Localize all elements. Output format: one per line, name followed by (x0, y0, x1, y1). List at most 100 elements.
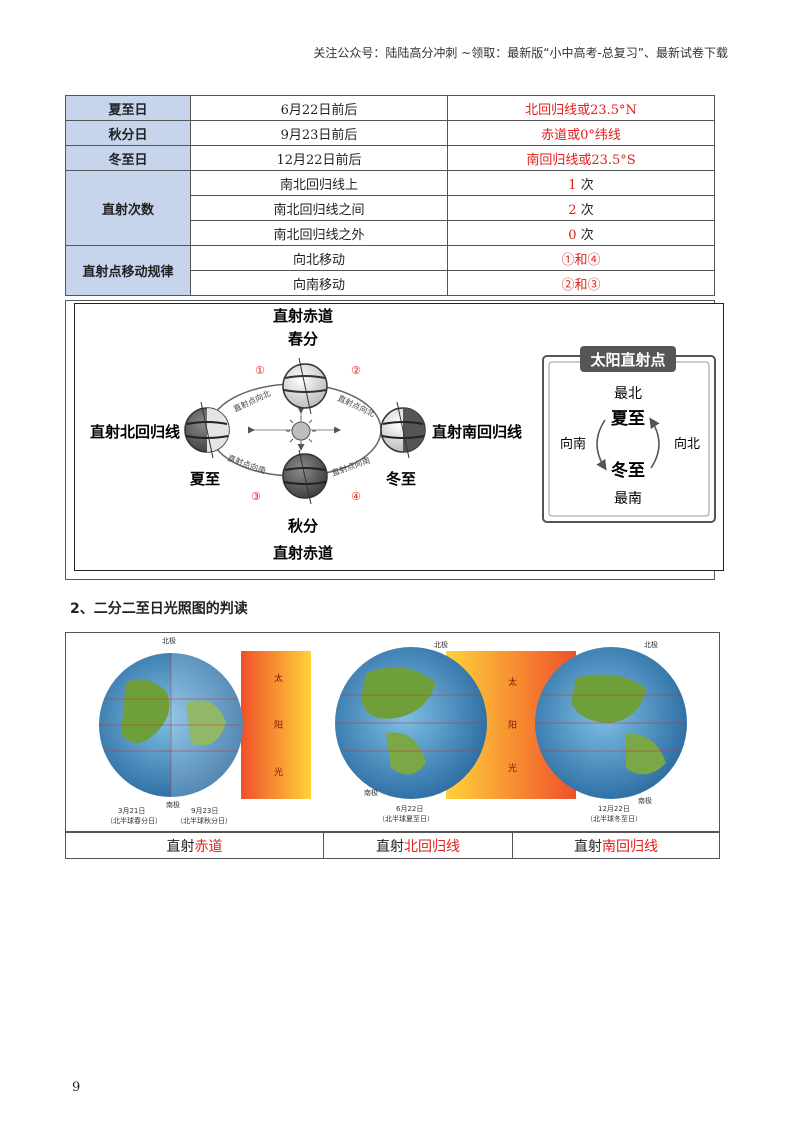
sun-label: 阳 (274, 720, 283, 731)
date-sub-label: （北半球秋分日） (176, 816, 232, 825)
date-sub-label: （北半球冬至日） (586, 814, 642, 823)
table-row: 直射点移动规律 向北移动 ①和④ (65, 245, 715, 296)
sun-label: 光 (508, 762, 517, 774)
number-2: ② (351, 364, 361, 377)
date-sub-label: （北半球夏至日） (378, 814, 434, 823)
table-row: 直射赤道 直射北回归线 直射南回归线 (65, 832, 720, 859)
label-winter: 冬至 (386, 470, 416, 488)
move-dir: 向北移动 (190, 245, 448, 271)
label-autumn: 秋分 (288, 517, 318, 535)
count-place: 南北回归线之间 (190, 195, 448, 221)
legend-winter: 冬至 (611, 460, 645, 481)
south-pole-label: 南极 (638, 796, 652, 805)
arc-label-br: 直射点向南 (330, 455, 371, 478)
row-date: 6月22日前后 (190, 95, 448, 121)
label-top: 直射赤道 (273, 307, 333, 325)
number-3: ③ (251, 490, 261, 503)
table-row: 秋分日 9月23日前后 赤道或0°纬线 (65, 120, 715, 146)
orbit-diagram-cell: 直射点向北 直射点向北 直射点向南 直射点向南 直射赤道 春分 直射北回归线 夏… (65, 300, 724, 580)
globe-summer-solstice-icon (335, 647, 487, 799)
captions-table: 直射赤道 直射北回归线 直射南回归线 (65, 832, 720, 859)
count-label: 直射次数 (65, 170, 191, 246)
count-place: 南北回归线上 (190, 170, 448, 196)
count-num: 0 (568, 227, 577, 243)
page-header: 关注公众号：陆陆高分冲刺 ~领取：最新版“小中高考-总复习”、最新试卷下载 (313, 46, 728, 60)
move-dir: 向南移动 (190, 270, 448, 296)
label-left: 直射北回归线 (90, 423, 180, 441)
caption-highlight: 南回归线 (602, 838, 658, 855)
caption-tropic-cancer: 直射北回归线 (323, 832, 513, 859)
date-label: 12月22日 (598, 805, 630, 813)
label-spring: 春分 (288, 330, 318, 348)
north-pole-label: 北极 (644, 640, 658, 649)
count-place: 南北回归线之外 (190, 220, 448, 246)
table-row: 夏至日 6月22日前后 北回归线或23.5°N (65, 95, 715, 121)
arc-label-tl: 直射点向北 (232, 388, 272, 414)
row-label: 冬至日 (65, 145, 191, 171)
globe-winter-icon (380, 401, 426, 459)
north-pole-label: 北极 (434, 640, 448, 649)
globe-spring-icon (282, 357, 328, 415)
caption-equator: 直射赤道 (65, 832, 324, 859)
date-label: 9月23日 (191, 807, 218, 815)
south-pole-label: 南极 (166, 800, 180, 809)
solar-facts-table: 夏至日 6月22日前后 北回归线或23.5°N 秋分日 9月23日前后 赤道或0… (65, 95, 715, 296)
move-value: ②和③ (447, 270, 715, 296)
illumination-figure: 北极 南极 太 阳 光 3月21日 （北半球春分日） 9月23日 （北半球秋分日… (65, 632, 720, 832)
legend-summer: 夏至 (611, 409, 645, 429)
row-value: 北回归线或23.5°N (447, 95, 715, 121)
legend-left: 向南 (560, 436, 586, 452)
move-value: ①和④ (447, 245, 715, 271)
count-unit: 次 (580, 227, 594, 243)
sun-label: 阳 (508, 720, 517, 731)
row-label: 秋分日 (65, 120, 191, 146)
date-label: 3月21日 (118, 807, 145, 815)
table-row: 南北回归线之间 2 次 (66, 195, 715, 221)
table-row: 南北回归线之外 0 次 (66, 220, 715, 246)
row-date: 9月23日前后 (190, 120, 448, 146)
arc-label-bl: 直射点向南 (226, 452, 267, 475)
row-value: 赤道或0°纬线 (447, 120, 715, 146)
sun-icon (286, 416, 316, 446)
solar-point-legend: 太阳直射点 最北 夏至 向南 向北 冬至 最南 (542, 346, 716, 523)
label-bottom: 直射赤道 (273, 544, 333, 562)
number-4: ④ (351, 490, 361, 503)
legend-arrow-left (596, 419, 607, 471)
count-unit: 次 (580, 202, 594, 218)
label-right: 直射南回归线 (432, 423, 522, 441)
globe-summer-icon (184, 401, 230, 459)
sun-label: 太 (508, 676, 517, 688)
legend-right: 向北 (674, 436, 700, 452)
count-num: 1 (568, 177, 577, 193)
date-sub-label: （北半球春分日） (106, 816, 162, 825)
arc-label-tr: 直射点向北 (336, 393, 376, 419)
sun-label: 太 (274, 672, 283, 684)
count-unit: 次 (580, 177, 594, 193)
legend-title: 太阳直射点 (590, 351, 665, 369)
caption-prefix: 直射 (166, 838, 195, 855)
globe-winter-solstice-icon (535, 647, 687, 799)
count-num: 2 (568, 202, 577, 218)
row-value: 南回归线或23.5°S (447, 145, 715, 171)
illumination-maps: 北极 南极 太 阳 光 3月21日 （北半球春分日） 9月23日 （北半球秋分日… (99, 636, 687, 825)
label-summer: 夏至 (189, 470, 220, 488)
legend-arrow-right (649, 417, 660, 469)
table-row: 冬至日 12月22日前后 南回归线或23.5°S (65, 145, 715, 171)
caption-prefix: 直射 (376, 838, 404, 855)
count-value: 0 次 (447, 220, 715, 246)
table-row: 直射次数 南北回归线上 1 次 (65, 170, 715, 246)
table-row: 向南移动 ②和③ (66, 270, 715, 296)
sun-label: 光 (274, 766, 283, 778)
row-label: 夏至日 (65, 95, 191, 121)
globe-equinox-icon (99, 653, 243, 797)
orbit-diagram: 直射点向北 直射点向北 直射点向南 直射点向南 直射赤道 春分 直射北回归线 夏… (90, 307, 716, 562)
page-number: 9 (72, 1080, 81, 1095)
move-label: 直射点移动规律 (65, 245, 191, 296)
south-pole-label: 南极 (364, 788, 378, 797)
globe-autumn-icon (282, 449, 328, 505)
row-date: 12月22日前后 (190, 145, 448, 171)
caption-prefix: 直射 (574, 838, 602, 855)
section-title: 2、二分二至日光照图的判读 (70, 601, 248, 617)
caption-tropic-capricorn: 直射南回归线 (512, 832, 720, 859)
date-label: 6月22日 (396, 805, 423, 813)
